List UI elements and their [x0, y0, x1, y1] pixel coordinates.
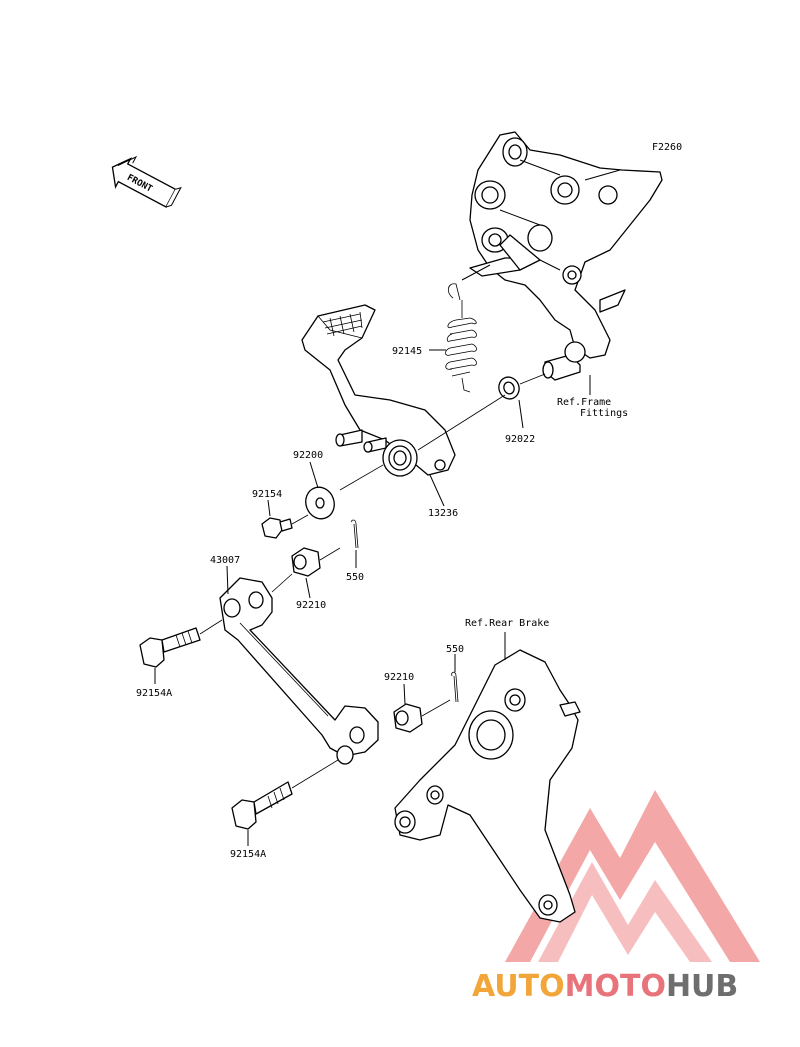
collar-lower	[393, 683, 451, 733]
bolt-92154a-lower	[231, 759, 339, 846]
diagram-code: F2260	[652, 142, 682, 153]
label-collar-lower: 92210	[384, 672, 414, 683]
frame-bracket	[469, 131, 663, 381]
watermark-hub: HUB	[666, 969, 738, 1004]
label-spring: 92145	[392, 346, 422, 357]
front-arrow-icon: FRONT	[111, 155, 182, 208]
rear-brake-lever	[394, 632, 581, 923]
label-washer-large: 92200	[293, 450, 323, 461]
label-bolt-rod-lower: 92154A	[230, 849, 266, 860]
label-cotter-pin-upper: 550	[346, 572, 364, 583]
svg-text:AUTOMOTOHUB: AUTOMOTOHUB	[472, 969, 738, 1004]
bolt-92154	[261, 499, 309, 539]
bolt-92154a-upper	[139, 619, 223, 684]
label-bolt-rod-upper: 92154A	[136, 688, 172, 699]
label-bearing: 13236	[428, 508, 458, 519]
label-ref-rear-brake: Ref.Rear Brake	[465, 618, 549, 629]
cotter-pin-upper	[351, 519, 359, 568]
watermark-triangle-logo	[505, 790, 760, 962]
label-washer-small: 92022	[505, 434, 535, 445]
collar-upper	[291, 547, 341, 599]
label-bolt-pedal: 92154	[252, 489, 282, 500]
label-rod: 43007	[210, 555, 240, 566]
washer-92200	[305, 461, 335, 520]
label-ref-frame-line2: Fittings	[580, 408, 628, 419]
spring-92145	[429, 264, 491, 393]
label-collar-upper: 92210	[296, 600, 326, 611]
label-ref-frame-line1: Ref.Frame	[557, 397, 611, 408]
watermark-moto: MOTO	[565, 969, 666, 1004]
brake-pedal	[301, 304, 506, 507]
watermark-wordmark: AUTOMOTOHUB	[472, 969, 738, 1004]
brake-rod-43007	[219, 565, 379, 765]
washer-92022	[498, 373, 546, 429]
label-cotter-pin-lower: 550	[446, 644, 464, 655]
watermark-auto: AUTO	[472, 969, 565, 1004]
cotter-pin-lower	[451, 654, 459, 703]
